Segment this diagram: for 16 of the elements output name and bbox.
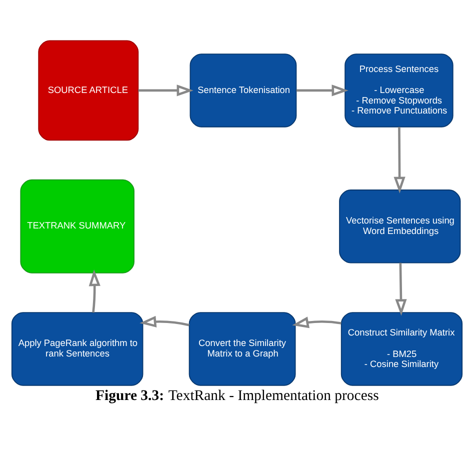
node-box: SOURCE ARTICLE: [38, 40, 139, 140]
arrow: [138, 84, 194, 96]
node-box: Sentence Tokenisation: [190, 53, 297, 127]
arrow: [395, 262, 407, 316]
node-box: Convert the Similarity Matrix to a Graph: [188, 312, 296, 386]
arrow: [394, 126, 406, 193]
node-box: Process Sentences - Lowercase - Remove Stopwords - Remove Punctuations: [344, 53, 454, 127]
arrow: [88, 268, 100, 312]
arrow: [296, 84, 348, 96]
node-box: Apply PageRank algorithm to rank Sentences: [11, 312, 144, 386]
node-box: Vectorise Sentences using Word Embeddings: [339, 189, 461, 263]
arrow: [292, 316, 342, 328]
arrow: [140, 315, 190, 327]
node-box: Construct Similarity Matrix - BM25 - Cosine Similarity: [340, 312, 463, 386]
caption: Figure 3.3: TextRank - Implementation process: [96, 387, 379, 404]
node-box: TEXTRANK SUMMARY: [20, 178, 134, 273]
